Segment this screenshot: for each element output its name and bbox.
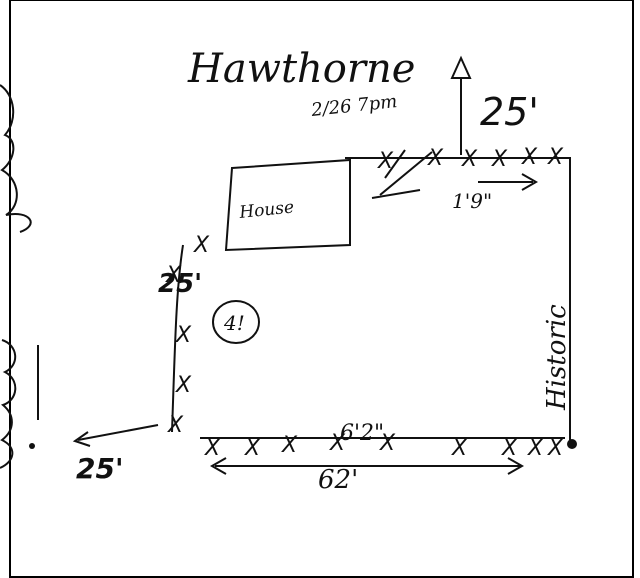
fence-mark: X — [547, 436, 564, 461]
fence-mark: X — [329, 431, 346, 456]
east-label: Historic — [542, 304, 572, 411]
house-label: House — [237, 197, 295, 223]
south-arrow — [209, 457, 525, 475]
south-note: 6'2" — [340, 421, 384, 446]
fence-mark: X — [281, 433, 298, 458]
page-border — [9, 0, 634, 578]
gate-arrows — [371, 149, 539, 199]
fence-mark: X — [175, 323, 192, 348]
fence-mark: X — [427, 146, 444, 171]
fence-mark: X — [491, 147, 508, 172]
gate-note: 2/26 7pm — [309, 91, 398, 121]
property-outline — [171, 157, 571, 440]
south-left-arrow — [72, 424, 159, 447]
fence-mark: X — [461, 147, 478, 172]
fence-mark: X — [175, 373, 192, 398]
west-note: 4! — [223, 311, 245, 335]
fence-mark: X — [165, 263, 182, 288]
street-label: Hawthorne — [187, 46, 415, 92]
fence-mark: X — [244, 436, 261, 461]
west-note-circle — [212, 300, 260, 344]
fence-mark: X — [527, 436, 544, 461]
fence-mark: X — [501, 436, 518, 461]
fence-mark: X — [167, 413, 184, 438]
house-outline — [224, 158, 351, 252]
fence-mark: X — [451, 436, 468, 461]
fence-mark: X — [377, 149, 394, 174]
south-distance-label: 62' — [318, 465, 358, 495]
corner-note: 1'9" — [452, 189, 492, 213]
north-distance-label: 25' — [480, 90, 539, 134]
north-arrow — [450, 55, 472, 155]
south-left-distance-label: 25' — [76, 452, 124, 485]
east-corner-dot — [567, 439, 577, 449]
fence-mark: X — [379, 431, 396, 456]
fence-mark: X — [547, 145, 564, 170]
fence-marks: X X X X X X X X X X X X X X X X X X X X — [165, 145, 564, 461]
west-corner-dot — [29, 443, 35, 449]
west-distance-label: 25' — [158, 269, 202, 299]
house: House — [224, 158, 351, 252]
fence-mark: X — [193, 233, 210, 258]
fence-mark: X — [204, 436, 221, 461]
fence-mark: X — [521, 145, 538, 170]
margin-scribbles — [0, 84, 39, 469]
